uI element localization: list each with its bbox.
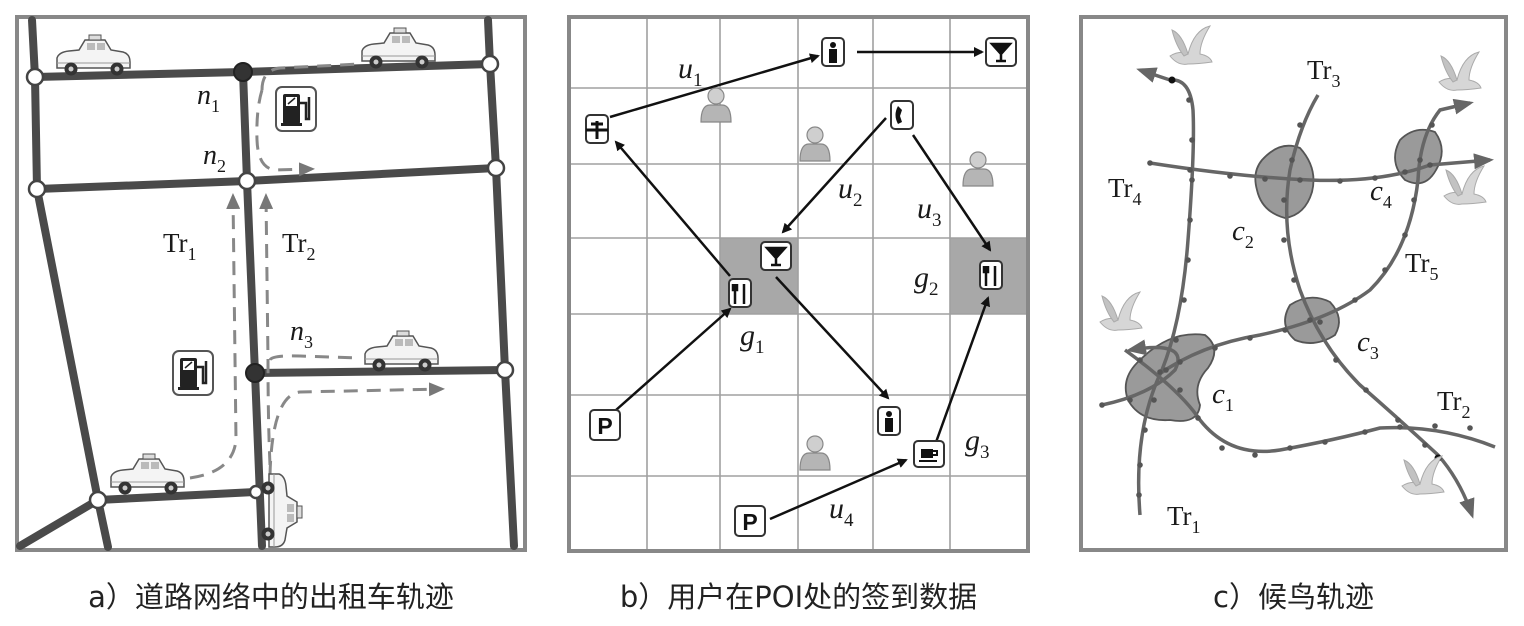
user-avatar-icon (962, 151, 994, 187)
svg-text:P: P (742, 509, 757, 535)
airport-icon (585, 114, 609, 144)
bar-icon (760, 241, 792, 271)
trajectory-lower (268, 382, 445, 476)
grid-lines (569, 17, 1028, 551)
panel-b-poi-checkins: P P u1 u2 u3 u4 g1 g2 g3 (567, 15, 1030, 553)
node-n3 (245, 363, 265, 383)
label-tr3: Tr3 (1307, 55, 1341, 91)
trajectory-sample-points (1099, 76, 1473, 498)
user-avatar-icon (700, 87, 732, 123)
gas-station-icon (171, 349, 215, 397)
person-poi-icon (877, 406, 901, 436)
trajectory-tr2 (259, 193, 274, 466)
gas-station-icon (274, 85, 318, 133)
label-n2: n2 (203, 140, 226, 176)
label-u1: u1 (678, 52, 703, 91)
label-g1: g1 (740, 319, 765, 358)
label-g3: g3 (965, 424, 990, 463)
label-tr4: Tr4 (1108, 173, 1142, 209)
label-c3: c3 (1357, 326, 1379, 363)
label-u2: u2 (838, 172, 863, 211)
trajectory-tr1 (189, 193, 241, 480)
restaurant-icon (728, 278, 752, 308)
label-tr2: Tr2 (1437, 386, 1471, 422)
checkin-arrows (609, 47, 992, 521)
parking-icon: P (734, 505, 766, 537)
label-tr5: Tr5 (1405, 248, 1439, 284)
label-n1: n1 (197, 80, 220, 116)
panel-a-taxi-trajectories: n1 n2 n3 Tr1 Tr2 (15, 15, 527, 552)
label-u3: u3 (917, 192, 942, 231)
trajectory-tr2 (1123, 348, 1496, 454)
label-c4: c4 (1370, 175, 1392, 212)
panel-c-bird-trajectories: Tr3 Tr4 Tr5 Tr2 Tr1 c1 c2 c3 c4 (1079, 15, 1508, 552)
taxi-trajectory-paths (189, 62, 445, 480)
trajectory-c1-loop (1101, 339, 1180, 407)
label-c2: c2 (1232, 215, 1254, 252)
trajectory-top-return (255, 89, 315, 177)
panel-c-frame (1079, 15, 1508, 552)
label-n3: n3 (290, 316, 313, 352)
caption-panel-b: b）用户在POI处的签到数据 (619, 580, 978, 614)
road-nodes (25, 54, 515, 510)
caption-panel-c: c）候鸟轨迹 (1213, 580, 1374, 614)
svg-text:P: P (597, 413, 612, 439)
label-tr2: Tr2 (282, 228, 316, 264)
parking-icon: P (589, 409, 621, 441)
label-g2: g2 (914, 261, 939, 300)
restaurant-icon (979, 260, 1003, 290)
bar-icon (985, 37, 1017, 67)
node-n1 (233, 62, 253, 82)
user-avatar-icon (799, 126, 831, 162)
label-tr1: Tr1 (1167, 501, 1201, 537)
person-poi-icon (821, 37, 845, 67)
road-network (16, 16, 518, 551)
label-tr1: Tr1 (163, 228, 197, 264)
label-u4: u4 (829, 492, 854, 531)
caption-panel-a: a）道路网络中的出租车轨迹 (88, 580, 454, 614)
coffee-icon (913, 440, 945, 468)
panel-b-frame (567, 15, 1030, 553)
label-c1: c1 (1212, 378, 1234, 415)
user-avatar-icon (799, 435, 831, 471)
node-n2 (237, 171, 257, 191)
phone-icon (890, 100, 914, 130)
trajectory-tr1 (1136, 67, 1196, 516)
